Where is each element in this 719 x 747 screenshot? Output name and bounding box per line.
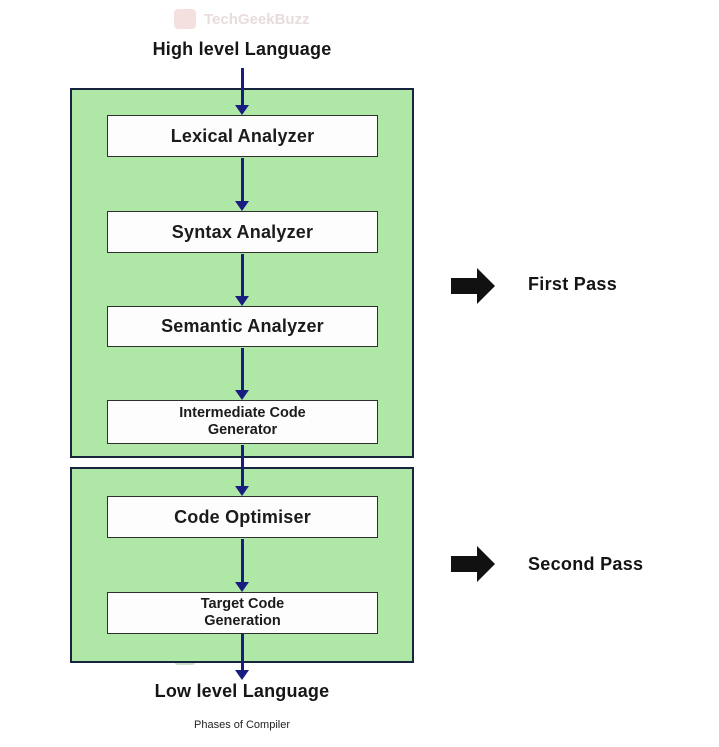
stage-target-code-generation: Target Code Generation xyxy=(107,592,378,634)
stage-label: Lexical Analyzer xyxy=(170,125,315,146)
flow-arrow-icon xyxy=(234,445,250,496)
flow-arrow-icon xyxy=(234,254,250,306)
diagram-caption: Phases of Compiler xyxy=(194,719,290,731)
stage-syntax-analyzer: Syntax Analyzer xyxy=(107,211,378,253)
flow-arrow-icon xyxy=(234,348,250,400)
second-pass-label: Second Pass xyxy=(528,554,644,574)
stage-semantic-analyzer: Semantic Analyzer xyxy=(107,306,378,347)
techgeekbuzz-logo-icon xyxy=(174,9,196,29)
watermark-text: TechGeekBuzz xyxy=(204,10,310,28)
low-level-language-label: Low level Language xyxy=(154,681,330,701)
stage-intermediate-code-generator: Intermediate Code Generator xyxy=(107,400,378,444)
stage-label: Syntax Analyzer xyxy=(171,221,314,242)
right-arrow-icon xyxy=(451,268,495,304)
stage-label: Intermediate Code Generator xyxy=(179,404,306,438)
stage-lexical-analyzer: Lexical Analyzer xyxy=(107,115,378,157)
stage-code-optimiser: Code Optimiser xyxy=(107,496,378,538)
stage-label: Code Optimiser xyxy=(174,506,311,527)
stage-label: Target Code Generation xyxy=(200,595,285,629)
flow-arrow-icon xyxy=(234,68,250,115)
high-level-language-label: High level Language xyxy=(152,39,332,59)
first-pass-label: First Pass xyxy=(528,274,618,294)
flow-arrow-icon xyxy=(234,634,250,680)
right-arrow-icon xyxy=(451,546,495,582)
flow-arrow-icon xyxy=(234,539,250,592)
flow-arrow-icon xyxy=(234,158,250,211)
watermark: TechGeekBuzz xyxy=(174,9,310,29)
stage-label: Semantic Analyzer xyxy=(161,316,324,336)
